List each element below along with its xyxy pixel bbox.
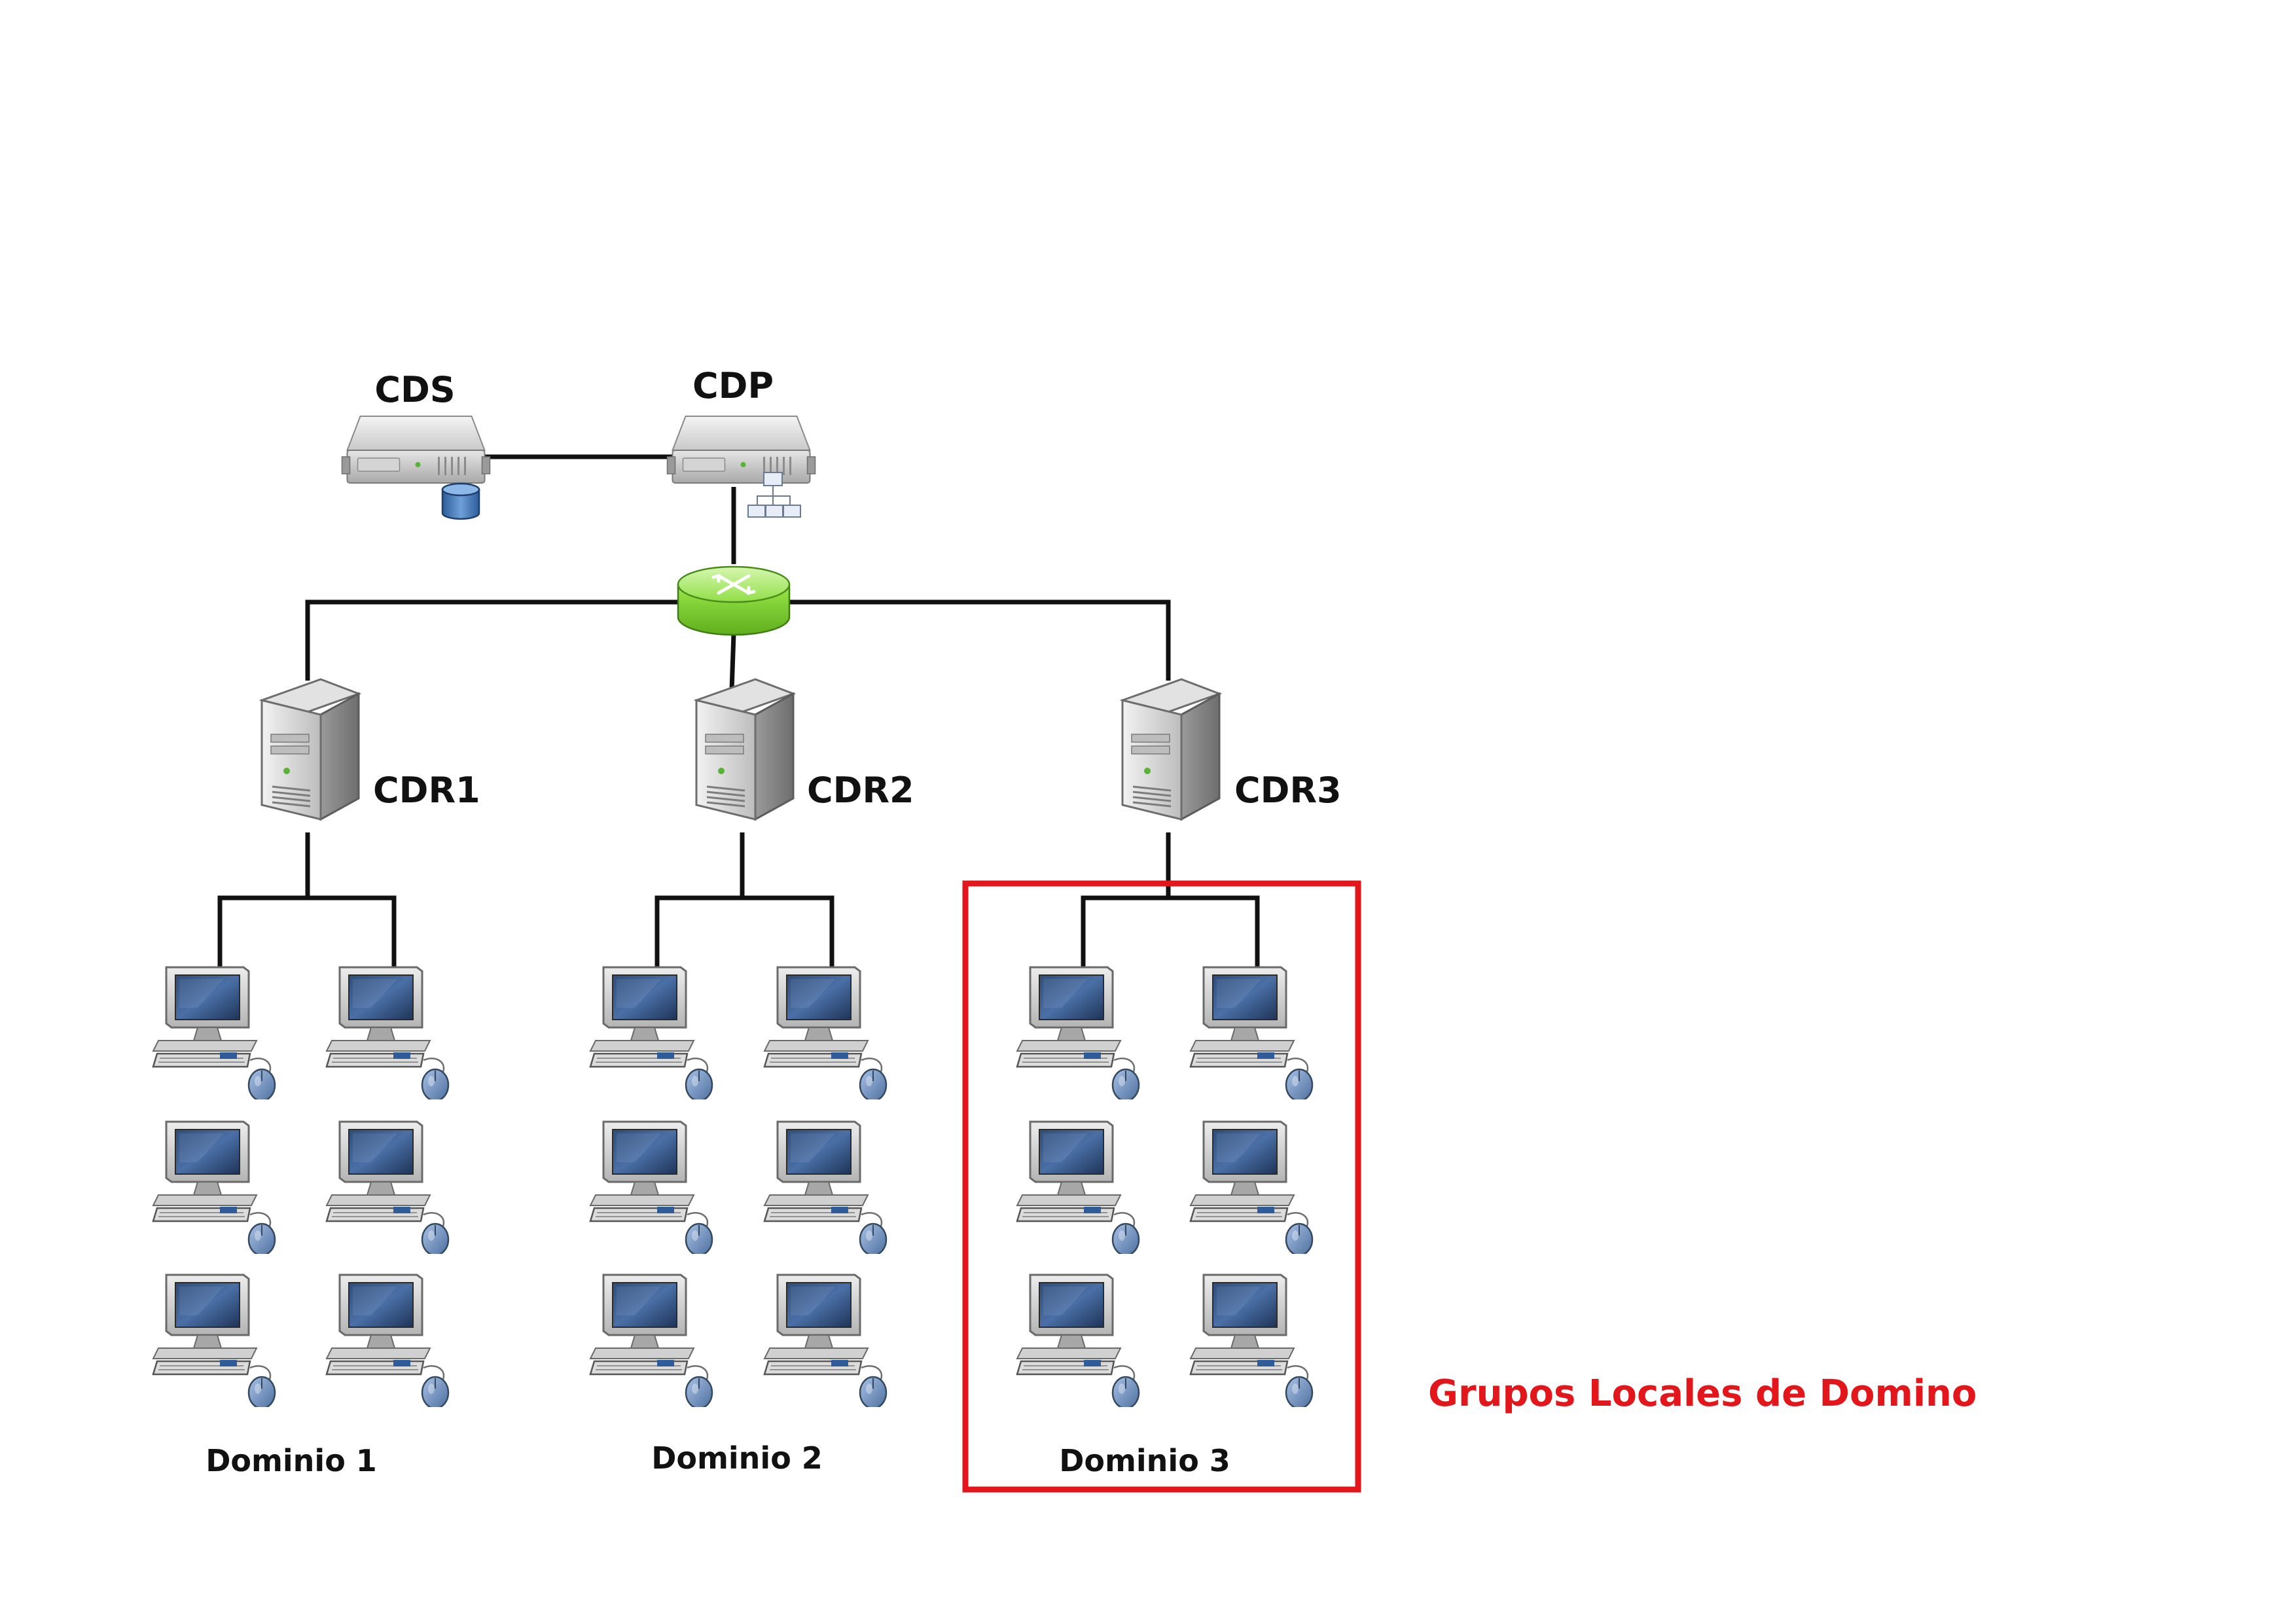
- workstation-icon: [152, 1274, 276, 1407]
- server-cdr2: CDR2: [695, 678, 914, 821]
- router-arrows-icon: [711, 573, 756, 596]
- branch-domain2: [655, 895, 834, 967]
- server-label-cdr1: CDR1: [373, 770, 480, 811]
- server-label-cdr2: CDR2: [807, 770, 914, 811]
- server-cdp: CDP: [666, 365, 817, 518]
- domain-label-2: Dominio 2: [651, 1440, 823, 1476]
- domain-label-1: Dominio 1: [206, 1443, 377, 1478]
- domain-1-workstations: [152, 966, 450, 1407]
- network-links: [217, 454, 1260, 967]
- workstation-icon: [589, 1120, 713, 1254]
- workstation-icon: [763, 1274, 888, 1407]
- highlight-box-domain-3: [962, 880, 1361, 1493]
- server-label-cdr3: CDR3: [1234, 770, 1342, 811]
- domain-3-workstations: [1016, 966, 1314, 1407]
- workstation-icon: [589, 966, 713, 1099]
- domain-2-workstations: [589, 966, 888, 1407]
- server-label-cdp: CDP: [692, 365, 774, 406]
- workstation-icon: [325, 966, 450, 1099]
- server-cds: CDS: [340, 369, 492, 520]
- workstation-icon: [1016, 1274, 1140, 1407]
- branch-domain1: [217, 895, 397, 967]
- workstation-icon: [1016, 966, 1140, 1099]
- link-router-cdr1: [305, 599, 681, 681]
- domain-label-3: Dominio 3: [1059, 1443, 1230, 1478]
- server-label-cds: CDS: [374, 369, 455, 410]
- router: [677, 565, 791, 636]
- server-cdr3: CDR3: [1121, 678, 1342, 821]
- workstation-icon: [1016, 1120, 1140, 1254]
- workstation-icon: [763, 966, 888, 1099]
- link-router-cdr2: [729, 633, 736, 691]
- workstation-icon: [152, 1120, 276, 1254]
- workstation-icon: [589, 1274, 713, 1407]
- network-hierarchy-icon: [747, 472, 801, 518]
- workstation-icon: [763, 1120, 888, 1254]
- workstation-icon: [152, 966, 276, 1099]
- branch-domain3: [1081, 895, 1260, 967]
- workstation-icon: [1189, 1274, 1314, 1407]
- legend-label: Grupos Locales de Domino: [1428, 1372, 1977, 1415]
- database-icon: [441, 482, 480, 520]
- workstation-icon: [1189, 966, 1314, 1099]
- workstation-icon: [1189, 1120, 1314, 1254]
- workstation-icon: [325, 1274, 450, 1407]
- server-cdr1: CDR1: [260, 678, 480, 821]
- link-router-cdr3: [785, 599, 1171, 681]
- workstation-icon: [325, 1120, 450, 1254]
